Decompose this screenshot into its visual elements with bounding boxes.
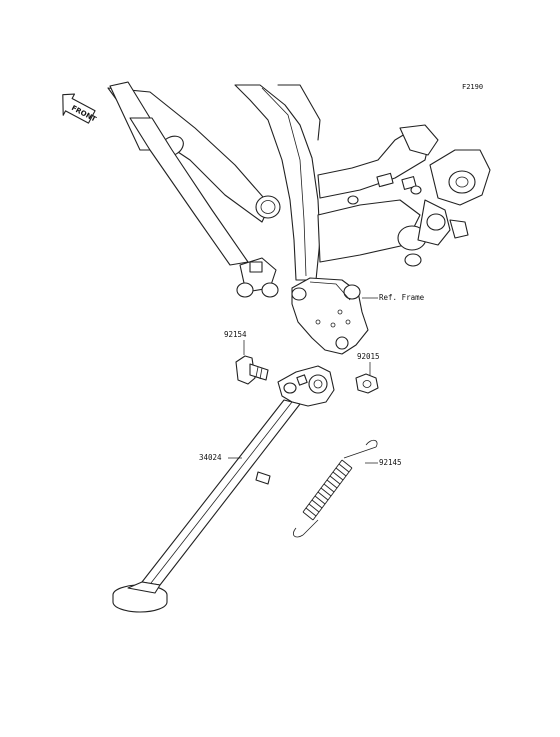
figure-code: F2190 bbox=[462, 83, 484, 91]
part-number-92145[interactable]: 92145 bbox=[379, 458, 402, 467]
front-arrow-icon: FRONT bbox=[62, 93, 98, 124]
part-number-92015[interactable]: 92015 bbox=[357, 352, 380, 361]
bolt-92154 bbox=[235, 355, 269, 385]
ref-frame-label: Ref. Frame bbox=[379, 293, 425, 302]
side-stand-34024 bbox=[112, 365, 335, 613]
part-number-34024[interactable]: 34024 bbox=[199, 453, 222, 462]
nut-92015 bbox=[355, 373, 379, 394]
leader-lines bbox=[228, 297, 378, 464]
part-number-92154[interactable]: 92154 bbox=[224, 330, 247, 339]
frame-drawing bbox=[107, 81, 491, 355]
spring-92145 bbox=[293, 439, 378, 538]
